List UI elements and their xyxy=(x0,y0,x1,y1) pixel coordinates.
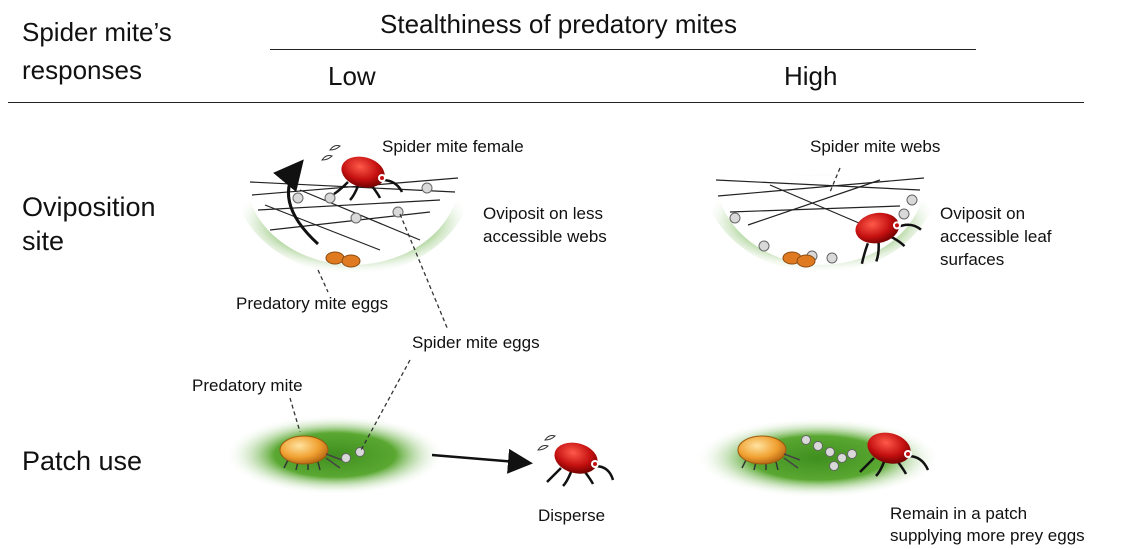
label-spider-mite-female: Spider mite female xyxy=(382,137,524,157)
label-oviposit-accessible-3: surfaces xyxy=(940,250,1004,270)
label-oviposit-less-2: accessible webs xyxy=(483,227,607,247)
arrow-icon xyxy=(432,455,528,463)
row-oviposition-line2: site xyxy=(22,226,64,257)
header-bottom-rule xyxy=(8,102,1084,103)
column-high: High xyxy=(784,62,837,92)
row-heading-line2: responses xyxy=(22,56,142,86)
label-disperse: Disperse xyxy=(538,506,605,526)
leaf-bowl-high xyxy=(702,172,940,273)
row-heading-line1: Spider mite’s xyxy=(22,18,172,48)
label-oviposit-less-1: Oviposit on less xyxy=(483,204,603,224)
column-low: Low xyxy=(328,62,376,92)
header-underline-group xyxy=(270,49,976,50)
label-spider-mite-webs: Spider mite webs xyxy=(810,137,940,157)
motion-lines-icon xyxy=(322,146,340,161)
column-group-title: Stealthiness of predatory mites xyxy=(380,10,737,40)
label-spider-mite-eggs: Spider mite eggs xyxy=(412,333,540,353)
label-remain-1: Remain in a patch xyxy=(890,504,1027,524)
label-predatory-mite-eggs: Predatory mite eggs xyxy=(236,294,388,314)
label-oviposit-accessible-2: accessible leaf xyxy=(940,227,1052,247)
label-remain-2: supplying more prey eggs xyxy=(890,526,1085,546)
motion-lines-icon xyxy=(538,436,555,451)
label-predatory-mite: Predatory mite xyxy=(192,376,303,396)
label-oviposit-accessible-1: Oviposit on xyxy=(940,204,1025,224)
row-patch-use: Patch use xyxy=(22,446,142,477)
spider-mite-icon xyxy=(547,438,613,486)
leaf-patch-icon xyxy=(225,415,445,495)
row-oviposition-line1: Oviposition xyxy=(22,192,156,223)
